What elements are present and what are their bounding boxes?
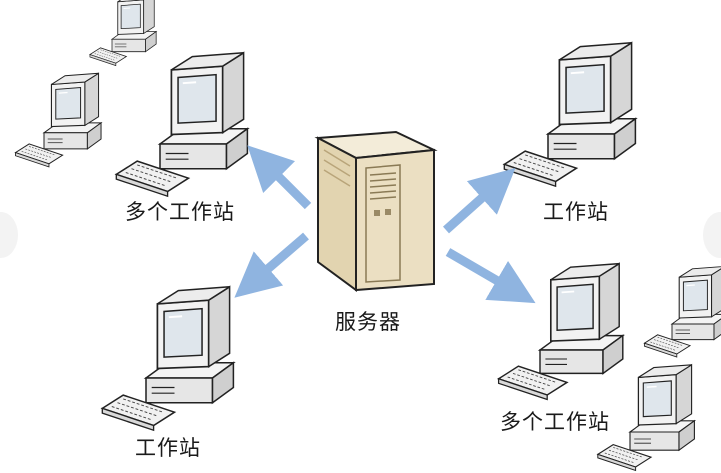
label-top-left-group: 多个工作站 xyxy=(125,200,235,224)
label-bottom-right-group: 多个工作站 xyxy=(500,410,610,434)
workstation-group-bottom-right xyxy=(497,262,721,472)
server-tower-icon xyxy=(314,130,438,292)
workstation-bottom-left xyxy=(101,285,235,432)
desktop-computer-icon xyxy=(14,72,102,168)
desktop-computer-icon xyxy=(597,364,696,472)
workstation-top-right xyxy=(503,41,637,188)
arrow-icon xyxy=(443,168,516,234)
arrow-icon xyxy=(445,248,536,304)
label-top-right-workstation: 工作站 xyxy=(543,200,609,224)
connection-arrows xyxy=(234,145,536,304)
arrow-icon xyxy=(247,145,312,210)
desktop-computer-icon xyxy=(643,265,721,358)
workstation-group-top-left xyxy=(14,0,249,198)
desktop-computer-icon xyxy=(115,51,249,198)
desktop-computer-icon xyxy=(101,285,235,432)
arrow-icon xyxy=(234,232,309,298)
label-bottom-left-workstation: 工作站 xyxy=(135,436,201,460)
desktop-computer-icon xyxy=(503,41,637,188)
label-server: 服务器 xyxy=(335,310,401,334)
desktop-computer-icon xyxy=(497,262,624,401)
desktop-computer-icon xyxy=(89,0,157,67)
previous-nav-button[interactable] xyxy=(0,212,18,258)
next-nav-button[interactable] xyxy=(703,212,721,258)
